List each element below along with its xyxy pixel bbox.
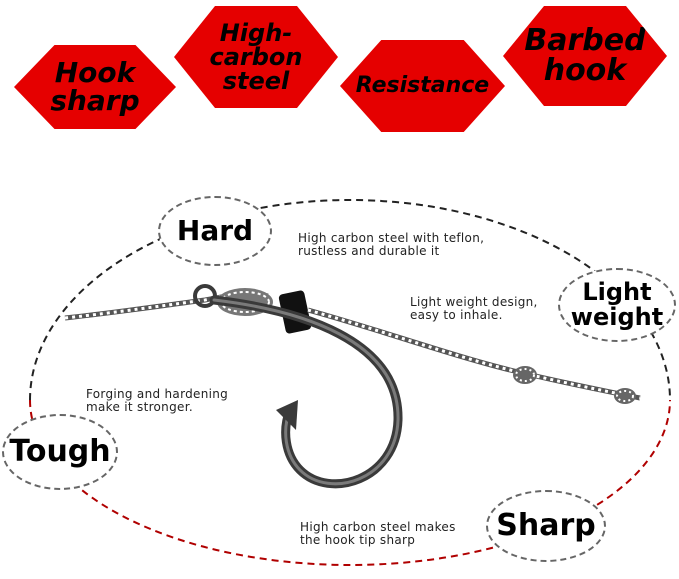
badge-barbed-hook-label: Barbed hook (524, 23, 646, 88)
feature-light-weight-description: Light weight design, easy to inhale. (410, 295, 538, 322)
feature-sharp-label: Sharp (496, 508, 596, 544)
feature-sharp-description: High carbon steel makes the hook tip sha… (300, 520, 456, 547)
feature-tough-bubble: Tough (2, 414, 118, 490)
feature-hard-label: Hard (176, 214, 254, 248)
feature-light-weight-label: Light weight (570, 277, 664, 331)
fishing-hook-icon (193, 284, 403, 489)
badge-hook-sharp-label: Hook sharp (50, 56, 140, 117)
feature-tough-label: Tough (9, 434, 111, 470)
feature-hard-bubble: Hard (158, 196, 272, 266)
badge-high-carbon-steel-label: High- carbon steel (209, 19, 303, 95)
badge-hook-sharp: Hook sharp (14, 45, 176, 129)
badge-resistance: Resistance (340, 40, 505, 132)
feature-hard-description: High carbon steel with teflon, rustless … (298, 231, 485, 258)
feature-sharp-bubble: Sharp (486, 490, 606, 562)
feature-light-weight-bubble: Light weight (558, 268, 676, 342)
badge-resistance-label: Resistance (355, 73, 490, 98)
feature-tough-description: Forging and hardening make it stronger. (86, 387, 229, 414)
